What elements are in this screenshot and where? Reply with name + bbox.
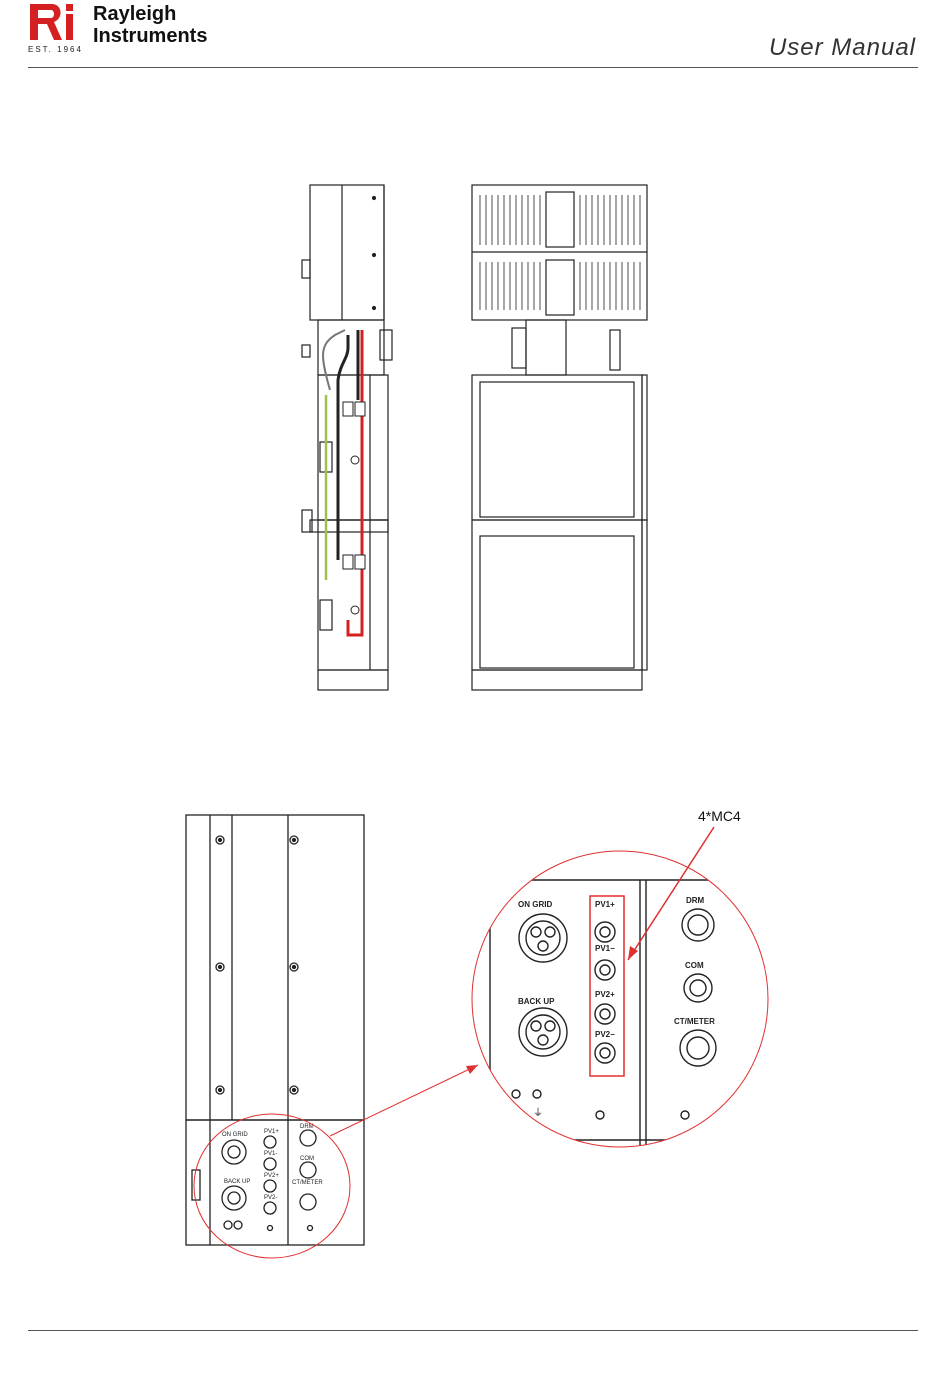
cable-paths (323, 330, 365, 635)
ct-meter-label: CT/METER (674, 1017, 715, 1026)
header-rule (28, 67, 918, 68)
document-title: User Manual (769, 34, 916, 62)
zoom-arrow-head (466, 1065, 478, 1074)
small-drm-label: DRM (300, 1124, 314, 1130)
zoom-labels: ON GRID BACK UP PV1+ PV1− PV2+ PV2− DRM … (518, 896, 715, 1039)
pv1-minus-label: PV1− (595, 944, 615, 953)
page-header: Rayleigh Instruments EST. 1964 User Manu… (0, 0, 950, 70)
brand-name-line2: Instruments (93, 25, 207, 47)
brand-name-line1: Rayleigh (93, 3, 176, 25)
small-back-up-label: BACK UP (224, 1179, 250, 1185)
pv2-minus-label: PV2− (595, 1030, 615, 1039)
com-label: COM (685, 961, 704, 970)
small-callout-circle (194, 1114, 350, 1258)
footer-rule (28, 1330, 918, 1331)
small-on-grid-label: ON GRID (222, 1132, 248, 1138)
small-com-label: COM (300, 1156, 314, 1162)
pv2-plus-label: PV2+ (595, 990, 615, 999)
pv1-plus-label: PV1+ (595, 900, 615, 909)
side-view-drawing (302, 185, 392, 690)
brand-est: EST. 1964 (28, 45, 83, 54)
figure-cabling-views (300, 180, 660, 700)
figure-connection-panel: ON GRID BACK UP PV1+ PV1- PV2+ PV2- DRM … (180, 800, 790, 1260)
back-up-label: BACK UP (518, 997, 555, 1006)
rayleigh-logo-icon (26, 0, 82, 46)
drm-label: DRM (686, 896, 705, 905)
mc4-callout-label: 4*MC4 (698, 808, 741, 824)
zoom-arrow (330, 1065, 478, 1136)
inverter-side-drawing (186, 815, 364, 1245)
small-pv1-minus-label: PV1- (264, 1151, 277, 1157)
small-pv1-plus-label: PV1+ (264, 1129, 279, 1135)
small-pv2-minus-label: PV2- (264, 1195, 277, 1201)
small-pv2-plus-label: PV2+ (264, 1173, 279, 1179)
ground-symbol-icon: ⏚ (533, 1107, 543, 1119)
on-grid-label: ON GRID (518, 900, 552, 909)
rear-view-drawing (472, 185, 647, 690)
small-ct-meter-label: CT/METER (292, 1180, 323, 1186)
